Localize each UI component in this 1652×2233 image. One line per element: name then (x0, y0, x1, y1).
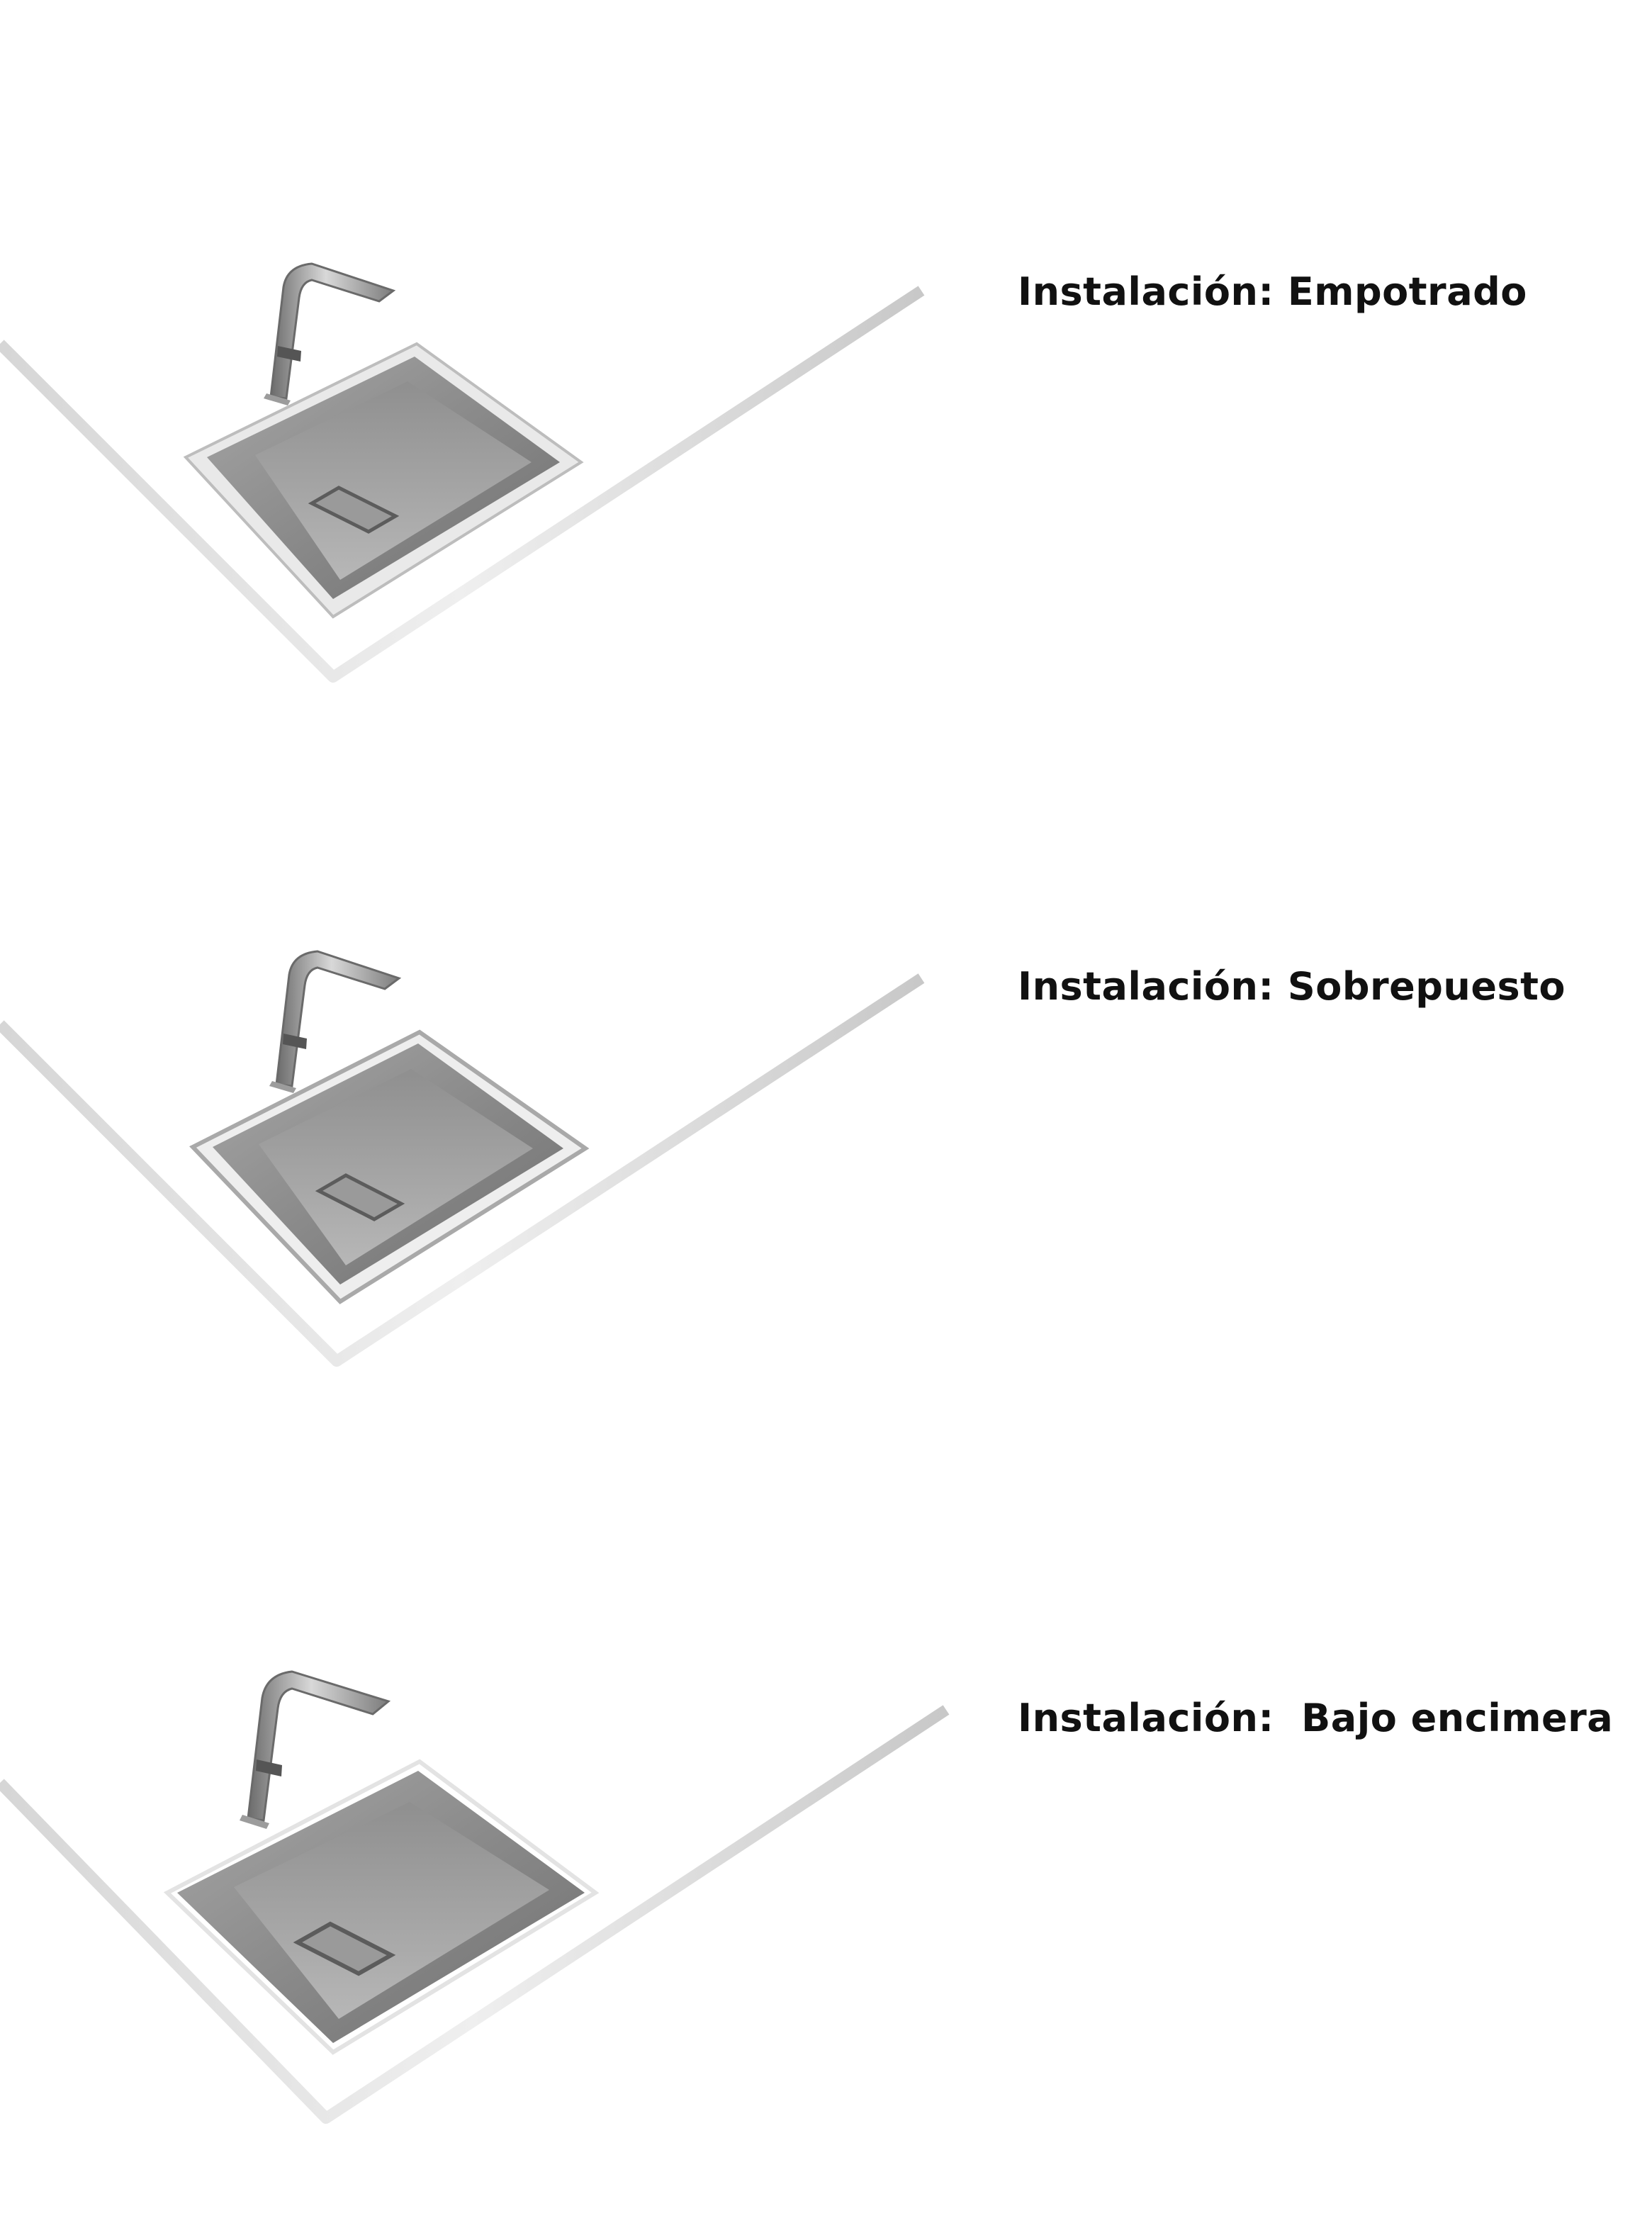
installation-label: Instalación: Bajo encimera (1018, 1696, 1614, 1740)
installation-label: Instalación: Empotrado (1018, 269, 1527, 314)
installation-sobrepuesto: Instalación: Sobrepuesto (0, 907, 1652, 1404)
installation-label: Instalación: Sobrepuesto (1018, 964, 1566, 1009)
sink-top-mount-icon (0, 950, 925, 1367)
sink-undermount-icon (0, 1670, 950, 2124)
installation-bajo-encimera: Instalación: Bajo encimera (0, 1630, 1652, 2169)
installation-empotrado: Instalación: Empotrado (0, 213, 1652, 723)
sink-recessed-icon (0, 262, 925, 683)
